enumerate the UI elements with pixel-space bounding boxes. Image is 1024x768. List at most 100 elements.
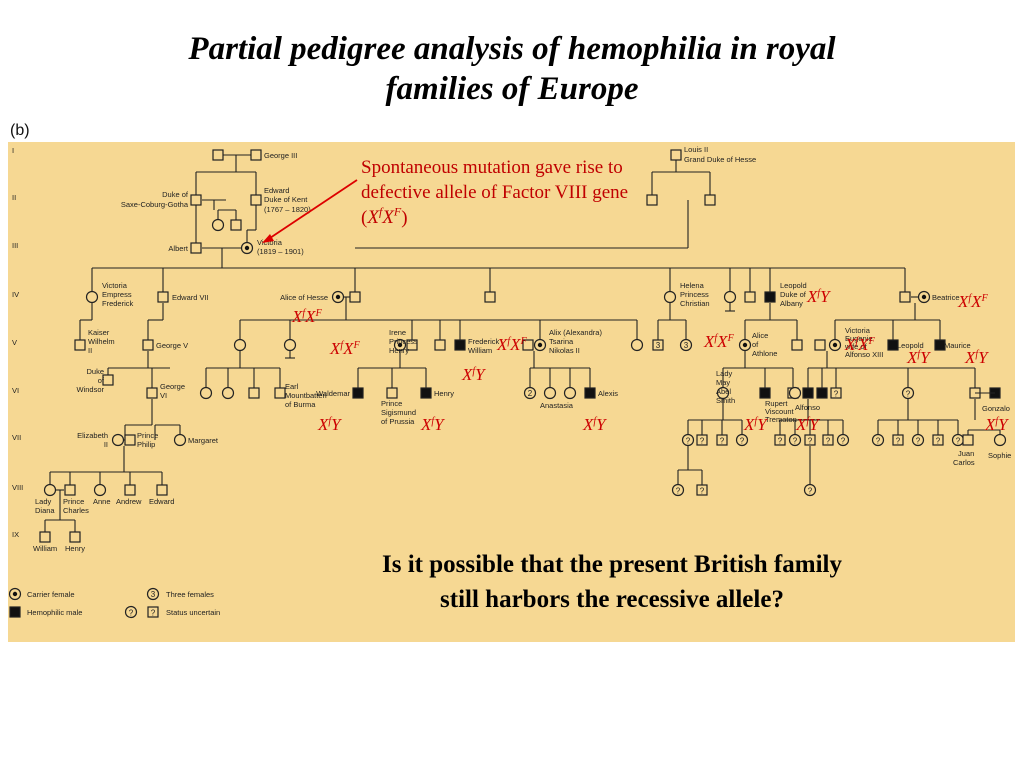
person-name: Louis II	[684, 145, 708, 154]
genotype-label: XfY	[582, 415, 607, 434]
person-name: of	[98, 376, 105, 385]
person-name: Athlone	[752, 349, 777, 358]
question-mark: ?	[686, 437, 691, 446]
mutation-arrow	[266, 179, 358, 241]
uncertain-male	[696, 434, 708, 446]
person-name: Prince	[381, 399, 402, 408]
question-mark: ?	[876, 437, 881, 446]
person-name: Edward	[264, 186, 289, 195]
person-name: Victoria	[102, 281, 128, 290]
generation-label: VI	[12, 386, 19, 395]
uncertain-female	[871, 433, 885, 447]
male	[230, 219, 242, 231]
person-name: Leopold	[780, 281, 807, 290]
genotype-label: XfY	[420, 415, 445, 434]
person-name: Alice of Hesse	[280, 293, 328, 302]
person-name: Philip	[137, 440, 155, 449]
person-name: Irene	[389, 328, 406, 337]
female	[283, 338, 297, 352]
question-mark: ?	[834, 390, 839, 399]
person-name: Anne	[93, 497, 111, 506]
question-mark: ?	[936, 437, 941, 446]
person-name: Beatrice	[932, 293, 960, 302]
male	[248, 387, 260, 399]
person-name: George III	[264, 151, 297, 160]
person-name: Kaiser	[88, 328, 110, 337]
question-line-1: Is it possible that the present British …	[382, 551, 842, 578]
person-name: Henry	[65, 544, 85, 553]
pedigree-panel	[8, 142, 1015, 642]
female	[788, 386, 802, 400]
person-name: Frederick	[102, 299, 134, 308]
genotype-label: XfY	[317, 415, 342, 434]
person-name: of Prussia	[381, 417, 415, 426]
female	[85, 290, 99, 304]
uncertain-male	[716, 434, 728, 446]
person-name: of	[752, 340, 759, 349]
mutation-note-close: )	[401, 207, 408, 229]
mutation-arrowhead	[262, 234, 274, 243]
person-name: George	[160, 382, 185, 391]
person-name: Henry	[389, 346, 409, 355]
person-name: Abel	[716, 387, 731, 396]
uncertain-female	[671, 483, 685, 497]
carrier-dot	[12, 591, 18, 597]
person-name: II	[104, 440, 108, 449]
person-name: Sophie	[988, 451, 1011, 460]
uncertain-female	[803, 483, 817, 497]
sibship-count	[679, 338, 693, 352]
person-name: Alfonso XIII	[845, 350, 883, 359]
male	[124, 434, 136, 446]
male	[791, 339, 803, 351]
female	[93, 483, 107, 497]
genotype-label: XfY	[984, 415, 1009, 434]
question-mark: ?	[841, 437, 846, 446]
uncertain-female	[735, 433, 749, 447]
male	[962, 434, 974, 446]
legend-text: Carrier female	[27, 590, 75, 599]
generation-label: II	[12, 193, 16, 202]
legend-text: Hemophilic male	[27, 608, 82, 617]
slide-title: Partial pedigree analysis of hemophilia …	[0, 30, 1024, 109]
male	[744, 291, 756, 303]
uncertain-female	[788, 433, 802, 447]
count-number: 3	[684, 341, 689, 350]
uncertain-female	[124, 605, 138, 619]
mutation-note-text: Spontaneous mutation gave rise to defect…	[361, 157, 629, 229]
person-name: May	[716, 378, 730, 387]
person-name: Alice	[752, 331, 768, 340]
question-mark: ?	[151, 609, 156, 618]
person-name: Albany	[780, 299, 803, 308]
person-name: of Burma	[285, 400, 316, 409]
panel-label: (b)	[10, 122, 30, 139]
genotype-label: XfY	[461, 365, 486, 384]
male	[74, 339, 86, 351]
female	[211, 218, 225, 232]
person-name: Viscount	[765, 407, 795, 416]
male	[814, 339, 826, 351]
question-mark: ?	[808, 437, 813, 446]
genotype-label: XfXF	[703, 332, 735, 351]
uncertain-male	[892, 434, 904, 446]
uncertain-male	[804, 434, 816, 446]
male	[156, 484, 168, 496]
question-mark: ?	[826, 437, 831, 446]
title-line-2: families of Europe	[385, 70, 639, 107]
person-name: Prince	[137, 431, 158, 440]
carrier-dot	[921, 294, 927, 300]
person-name: wife of	[844, 342, 868, 351]
hemophilic-male	[934, 339, 946, 351]
male	[386, 387, 398, 399]
male	[102, 374, 114, 386]
person-name: Wilhelm	[88, 337, 115, 346]
male	[522, 339, 534, 351]
genotype-label: XfY	[964, 348, 989, 367]
female	[111, 433, 125, 447]
female	[199, 386, 213, 400]
question-mark: ?	[740, 437, 745, 446]
count-number: 3	[656, 341, 661, 350]
question-mark: ?	[720, 437, 725, 446]
question-text: Is it possible that the present British …	[262, 547, 962, 617]
person-name: William	[33, 544, 57, 553]
uncertain-male	[830, 387, 842, 399]
